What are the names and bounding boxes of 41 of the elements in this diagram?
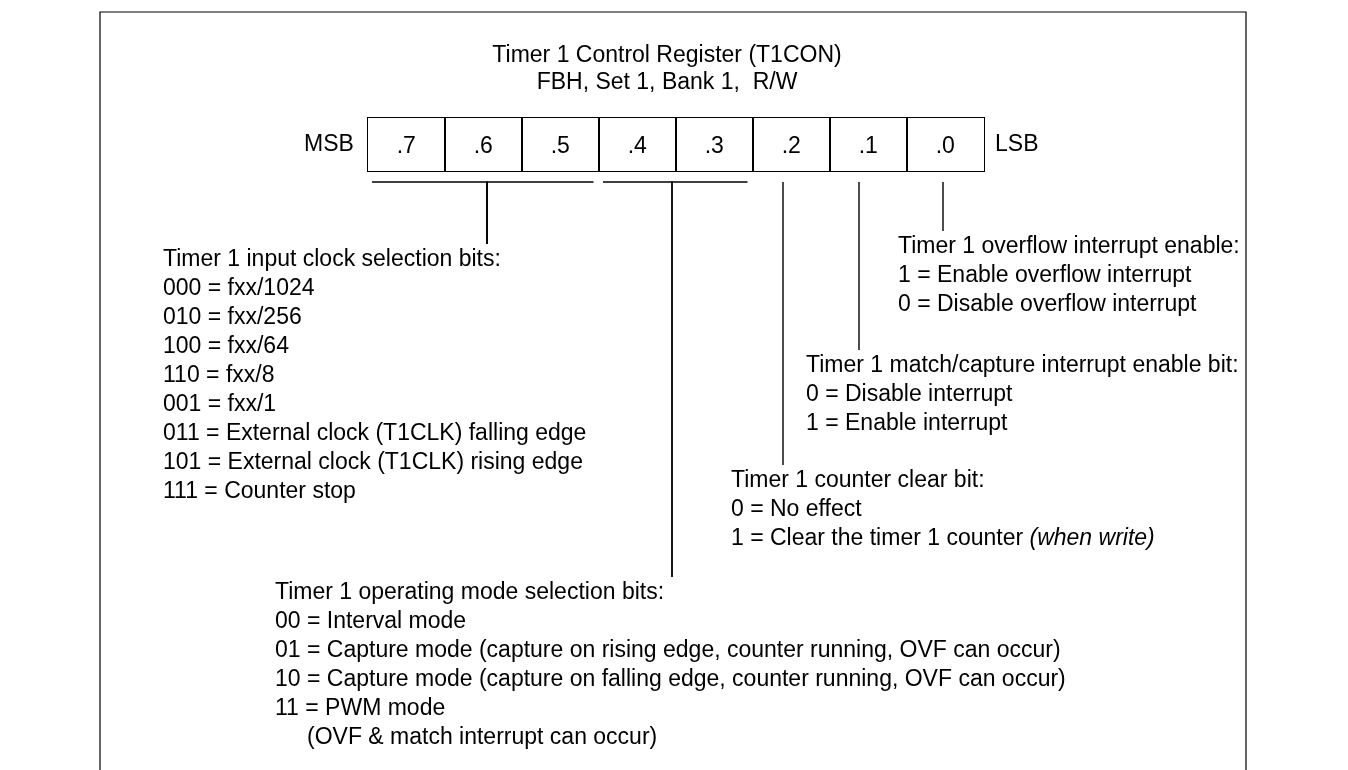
option-text: 001 = fxx/1 <box>163 389 277 418</box>
bit-cell: .6 <box>444 117 523 172</box>
bit-cell: .1 <box>829 117 908 172</box>
leader-line <box>671 181 749 578</box>
bit-cell: .5 <box>521 117 600 172</box>
bit-cell: .0 <box>906 117 985 172</box>
description-heading: Timer 1 overflow interrupt enable: <box>898 231 1240 260</box>
option-text: 1 = Clear the timer 1 counter (when write) <box>731 523 1155 552</box>
msb-label: MSB <box>304 129 354 158</box>
lsb-label: LSB <box>995 129 1039 158</box>
description-heading: Timer 1 match/capture interrupt enable bit: <box>806 350 1239 379</box>
option-text: 011 = External clock (T1CLK) falling edge <box>163 418 587 447</box>
option-text: 00 = Interval mode <box>275 606 467 635</box>
option-text: 1 = Enable overflow interrupt <box>898 260 1192 289</box>
register-info: FBH, Set 1, Bank 1, R/W <box>536 67 798 96</box>
leader-line <box>486 181 595 245</box>
leader-line <box>858 181 860 351</box>
option-text: 11 = PWM mode <box>275 693 446 722</box>
option-text: 110 = fxx/8 <box>163 360 275 389</box>
option-text: 10 = Capture mode (capture on falling edge, counter running, OVF can occur) <box>275 664 1066 693</box>
option-text: 000 = fxx/1024 <box>163 273 315 302</box>
description-heading: Timer 1 input clock selection bits: <box>163 244 501 273</box>
option-text: 01 = Capture mode (capture on rising edge, counter running, OVF can occur) <box>275 635 1061 664</box>
bit-cell: .4 <box>598 117 677 172</box>
option-text: 0 = Disable overflow interrupt <box>898 289 1197 318</box>
option-text: 0 = No effect <box>731 494 862 523</box>
option-text: 111 = Counter stop <box>163 476 356 505</box>
leader-line <box>782 181 784 466</box>
option-text: 010 = fxx/256 <box>163 302 302 331</box>
diagram-title: Timer 1 Control Register (T1CON) <box>492 40 842 69</box>
description-heading: Timer 1 operating mode selection bits: <box>275 577 665 606</box>
bit-cell: .7 <box>367 117 446 172</box>
bit-cell: .3 <box>675 117 754 172</box>
option-text: 0 = Disable interrupt <box>806 379 1013 408</box>
option-text: 1 = Enable interrupt <box>806 408 1008 437</box>
bit-cell: .2 <box>752 117 831 172</box>
leader-line <box>942 181 944 232</box>
option-text: 101 = External clock (T1CLK) rising edge <box>163 447 583 476</box>
option-text: (OVF & match interrupt can occur) <box>307 722 658 751</box>
description-heading: Timer 1 counter clear bit: <box>731 465 985 494</box>
option-text: 100 = fxx/64 <box>163 331 289 360</box>
